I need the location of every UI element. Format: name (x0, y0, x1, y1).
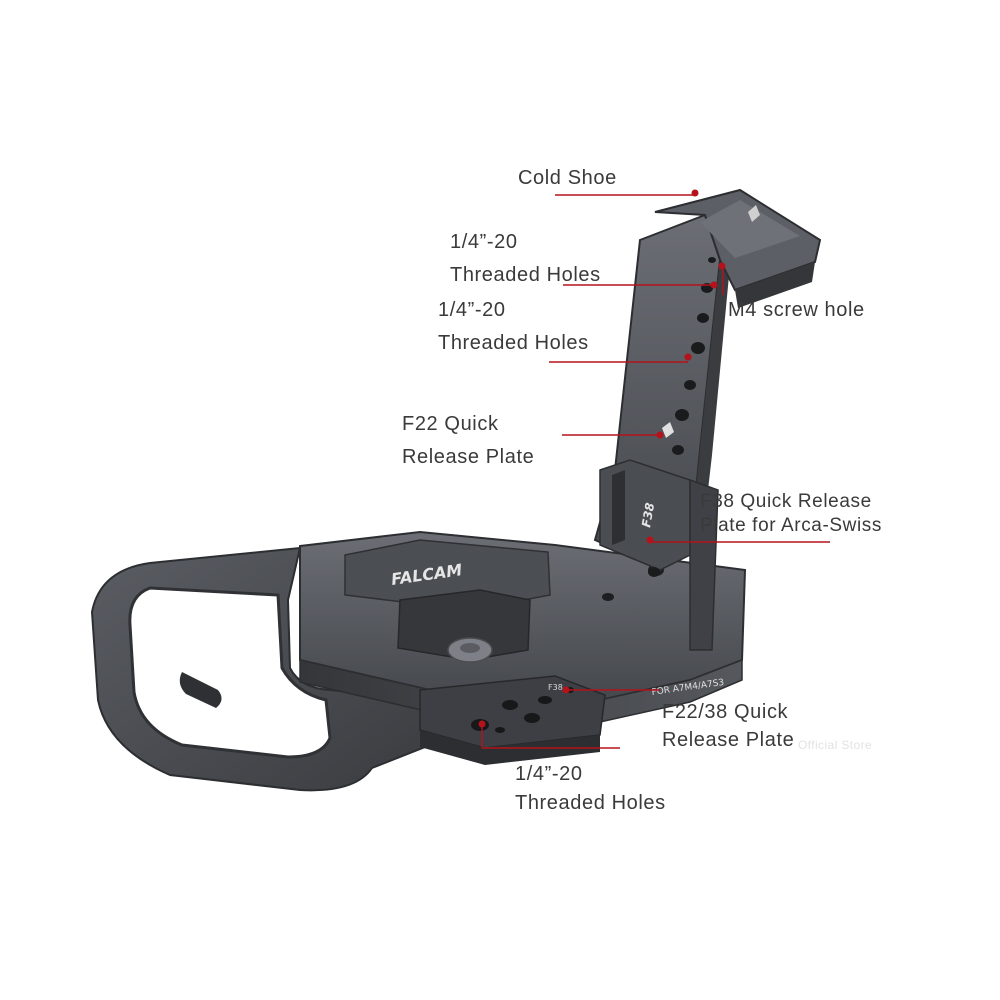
leader-lines (478, 189, 830, 749)
vertical-arm (593, 213, 730, 651)
center-clamp (397, 589, 531, 663)
callout-m4-screw-hole: M4 screw hole (728, 299, 865, 321)
cold-shoe-head (654, 188, 822, 308)
callout-threaded-holes-mid: 1/4”-20 Threaded Holes (438, 299, 589, 354)
logo-icon (662, 205, 760, 438)
store-watermark: Official Store (798, 738, 873, 752)
callout-cold-shoe: Cold Shoe (518, 167, 617, 189)
callout-f38-arca-swiss: F38 Quick Release Plate for Arca-Swiss (700, 491, 882, 536)
grip-frame (90, 546, 434, 792)
callout-threaded-holes-top: 1/4”-20 Threaded Holes (450, 231, 601, 286)
callout-f22-38-quick-release-plate: F22/38 Quick Release Plate (662, 701, 795, 751)
plate-code-engraving: F38 (639, 502, 657, 529)
callout-threaded-holes-bottom: 1/4”-20 Threaded Holes (515, 763, 666, 814)
callout-f22-quick-release-plate: F22 Quick Release Plate (402, 413, 535, 468)
plate-code-small-engraving: F38 (548, 683, 563, 692)
